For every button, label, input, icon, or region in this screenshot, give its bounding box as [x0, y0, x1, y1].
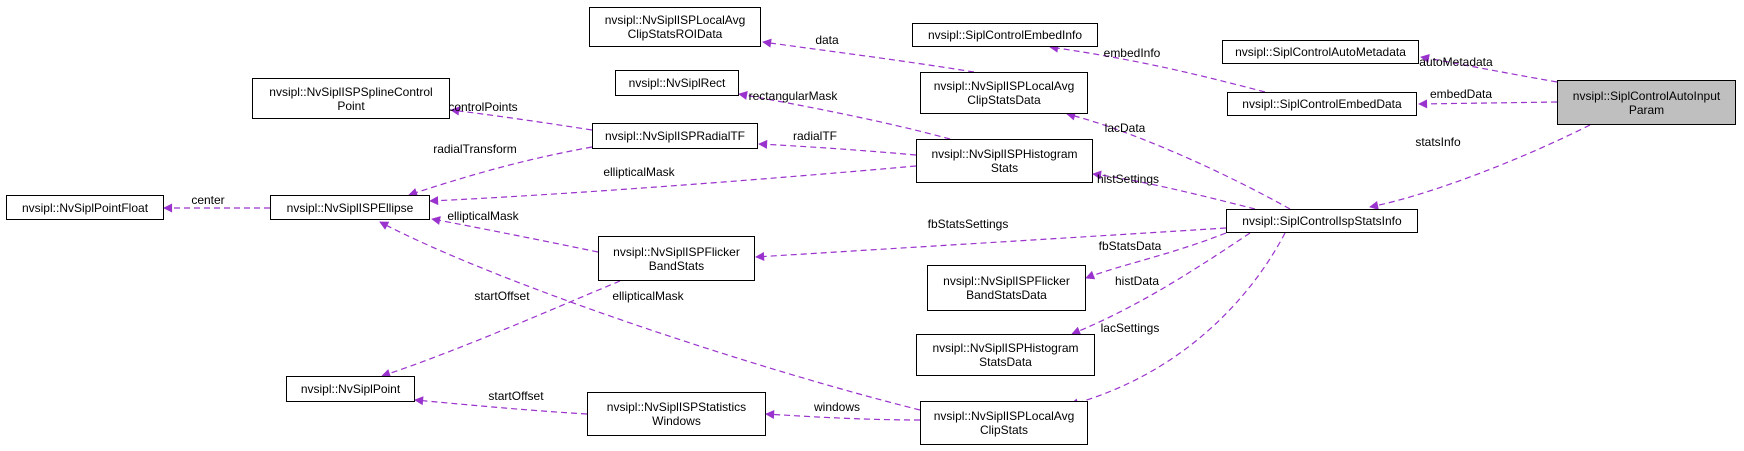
node-auto-input-param[interactable]: nvsipl::SiplControlAutoInput Param: [1557, 80, 1736, 125]
edge-label-hist-data: histData: [1115, 274, 1159, 288]
edge-label-elliptical-mask-lac: ellipticalMask: [612, 289, 684, 303]
edge-embed-data: [1418, 99, 1558, 109]
edge-radial-transform: [408, 146, 593, 197]
edge-label-embed-data: embedData: [1430, 87, 1492, 101]
node-local-avg-clip-stats-data[interactable]: nvsipl::NvSiplISPLocalAvg ClipStatsData: [920, 72, 1088, 114]
edge-hist-data: [1071, 232, 1251, 336]
node-spline-control-point[interactable]: nvsipl::NvSiplISPSplineControl Point: [252, 78, 450, 119]
edge-data: [762, 38, 975, 73]
edge-auto-metadata: [1420, 54, 1558, 83]
edge-label-embed-info: embedInfo: [1104, 46, 1161, 60]
edge-label-lac-data: lacData: [1105, 121, 1146, 135]
edge-start-offset-fb: [381, 280, 621, 378]
edge-label-start-offset-fb: startOffset: [474, 289, 530, 303]
edge-label-elliptical-mask-hist: ellipticalMask: [603, 165, 675, 179]
edge-label-start-offset-win: startOffset: [488, 389, 544, 403]
edge-label-radial-tf: radialTF: [793, 129, 837, 143]
node-flicker-band-stats[interactable]: nvsipl::NvSiplISPFlicker BandStats: [598, 236, 755, 281]
edge-label-data: data: [815, 33, 839, 47]
edge-label-elliptical-mask-fb: ellipticalMask: [447, 209, 519, 223]
edge-label-control-points: controlPoints: [448, 100, 517, 114]
edge-rectangular-mask: [738, 91, 951, 140]
edge-label-fb-stats-data: fbStatsData: [1099, 239, 1162, 253]
node-histogram-stats[interactable]: nvsipl::NvSiplISPHistogram Stats: [916, 139, 1093, 183]
edge-embed-info: [1049, 43, 1266, 93]
node-flicker-band-stats-data[interactable]: nvsipl::NvSiplISPFlicker BandStatsData: [927, 265, 1086, 311]
edge-lac-settings: [1069, 232, 1286, 408]
node-embed-info[interactable]: nvsipl::SiplControlEmbedInfo: [912, 23, 1098, 47]
node-auto-metadata[interactable]: nvsipl::SiplControlAutoMetadata: [1222, 40, 1419, 64]
edge-elliptical-mask-lac: [379, 221, 921, 411]
node-point[interactable]: nvsipl::NvSiplPoint: [286, 376, 415, 402]
edge-stats-info: [1369, 124, 1591, 210]
node-local-avg-clip-stats-roi-data[interactable]: nvsipl::NvSiplISPLocalAvg ClipStatsROIDa…: [589, 7, 761, 47]
edge-label-fb-stats-settings: fbStatsSettings: [928, 217, 1009, 231]
node-local-avg-clip-stats[interactable]: nvsipl::NvSiplISPLocalAvg ClipStats: [920, 401, 1088, 445]
node-point-float[interactable]: nvsipl::NvSiplPointFloat: [6, 195, 164, 220]
edge-start-offset-win: [414, 396, 588, 415]
edge-label-radial-transform: radialTransform: [433, 142, 517, 156]
edge-label-rectangular-mask: rectangularMask: [749, 89, 839, 103]
edge-fb-stats-settings: [755, 227, 1227, 261]
edge-label-stats-info: statsInfo: [1415, 135, 1461, 149]
edge-label-windows: windows: [813, 400, 860, 414]
edge-fb-stats-data: [1085, 232, 1227, 280]
edge-label-auto-metadata: autoMetadata: [1419, 55, 1493, 69]
node-ellipse[interactable]: nvsipl::NvSiplISPEllipse: [270, 195, 430, 220]
node-histogram-stats-data[interactable]: nvsipl::NvSiplISPHistogram StatsData: [916, 334, 1095, 376]
edge-label-hist-settings: histSettings: [1097, 172, 1159, 186]
node-isp-stats-info[interactable]: nvsipl::SiplControlIspStatsInfo: [1226, 209, 1418, 233]
node-embed-data[interactable]: nvsipl::SiplControlEmbedData: [1227, 92, 1417, 116]
edge-label-center: center: [191, 193, 224, 207]
edge-lac-data: [1066, 111, 1291, 210]
node-statistics-windows[interactable]: nvsipl::NvSiplISPStatistics Windows: [587, 392, 766, 436]
edge-elliptical-mask-hist: [429, 165, 917, 206]
node-rect[interactable]: nvsipl::NvSiplRect: [615, 70, 739, 96]
edge-radial-tf: [758, 139, 917, 156]
node-radial-tf[interactable]: nvsipl::NvSiplISPRadialTF: [592, 123, 758, 149]
edge-elliptical-mask-fb: [431, 216, 599, 253]
edge-label-lac-settings: lacSettings: [1101, 321, 1160, 335]
edge-windows: [765, 409, 921, 421]
edge-control-points: [450, 106, 593, 131]
